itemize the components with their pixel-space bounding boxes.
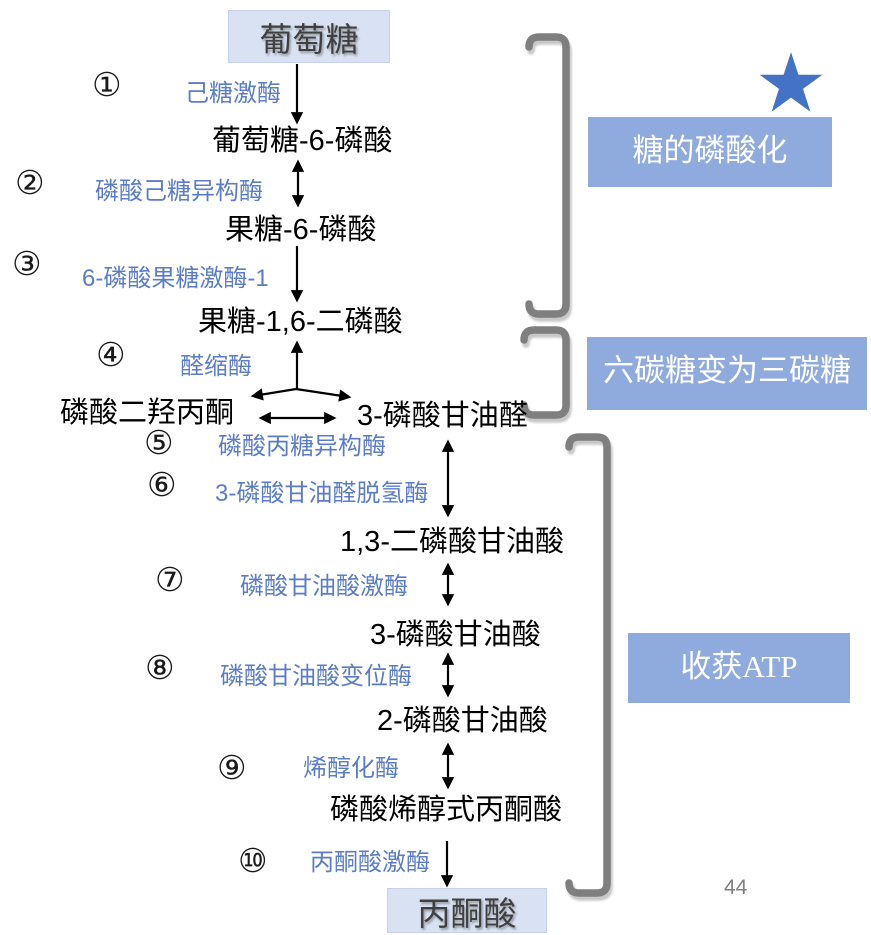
metabolite-fructose-6-phosphate: 果糖-6-磷酸: [225, 214, 377, 246]
metabolite-2-phosphoglycerate: 2-磷酸甘油酸: [377, 705, 548, 737]
step-number-9: ⑨: [217, 749, 247, 786]
stage-box-hexose-to-triose: 六碳糖变为三碳糖: [587, 337, 867, 410]
arrow-step4-left: [250, 387, 297, 401]
enzyme-phosphoglycerate-mutase: 磷酸甘油酸变位酶: [220, 663, 412, 690]
step-number-4: ④: [96, 336, 126, 373]
enzyme-phosphoglycerate-kinase: 磷酸甘油酸激酶: [240, 573, 408, 600]
bracket-stage-2: [520, 326, 570, 419]
enzyme-phosphohexose-isomerase: 磷酸己糖异构酶: [95, 178, 263, 205]
pyruvate-label: 丙酮酸: [417, 894, 517, 932]
metabolite-3-phosphoglycerate: 3-磷酸甘油酸: [370, 619, 541, 651]
stage-label-2: 六碳糖变为三碳糖: [603, 353, 851, 388]
step-number-10: ⑩: [238, 842, 268, 879]
metabolite-1-3-bisphosphoglycerate: 1,3-二磷酸甘油酸: [340, 526, 564, 558]
glucose-box: 葡萄糖: [228, 10, 390, 63]
step-number-2: ②: [15, 164, 45, 201]
glucose-label: 葡萄糖: [259, 20, 359, 58]
stage-box-harvest-atp: 收获ATP: [628, 633, 850, 703]
step-number-3: ③: [12, 245, 42, 282]
bracket-stage-1: [525, 33, 570, 318]
metabolite-phosphoenolpyruvate: 磷酸烯醇式丙酮酸: [330, 794, 563, 826]
metabolite-glucose-6-phosphate: 葡萄糖-6-磷酸: [212, 125, 393, 157]
stage-label-1: 糖的磷酸化: [632, 133, 788, 168]
stage-label-3: 收获ATP: [680, 649, 798, 684]
step-number-8: ⑧: [145, 649, 175, 686]
page-number: 44: [724, 876, 748, 899]
metabolite-dihydroxyacetone-phosphate: 磷酸二羟丙酮: [60, 397, 235, 429]
enzyme-aldolase: 醛缩酶: [180, 353, 252, 380]
enzyme-pyruvate-kinase: 丙酮酸激酶: [310, 849, 430, 876]
metabolite-glyceraldehyde-3-phosphate: 3-磷酸甘油醛: [357, 400, 528, 432]
bracket-stage-3: [565, 433, 611, 897]
step-number-5: ⑤: [144, 424, 174, 461]
step-number-6: ⑥: [147, 466, 177, 503]
arrow-step4-right: [295, 387, 352, 402]
enzyme-triose-phosphate-isomerase: 磷酸丙糖异构酶: [218, 433, 386, 460]
step-number-1: ①: [92, 66, 122, 103]
enzyme-pfk-1: 6-磷酸果糖激酶-1: [82, 265, 269, 292]
enzyme-hexokinase: 己糖激酶: [185, 80, 281, 107]
star-icon: [759, 52, 823, 112]
enzyme-gapdh: 3-磷酸甘油醛脱氢酶: [215, 480, 429, 507]
metabolite-fructose-1-6-bisphosphate: 果糖-1,6-二磷酸: [198, 306, 403, 338]
step-number-7: ⑦: [155, 561, 185, 598]
enzyme-enolase: 烯醇化酶: [303, 755, 399, 782]
stage-box-phosphorylation: 糖的磷酸化: [588, 117, 832, 187]
pyruvate-box: 丙酮酸: [387, 888, 547, 933]
